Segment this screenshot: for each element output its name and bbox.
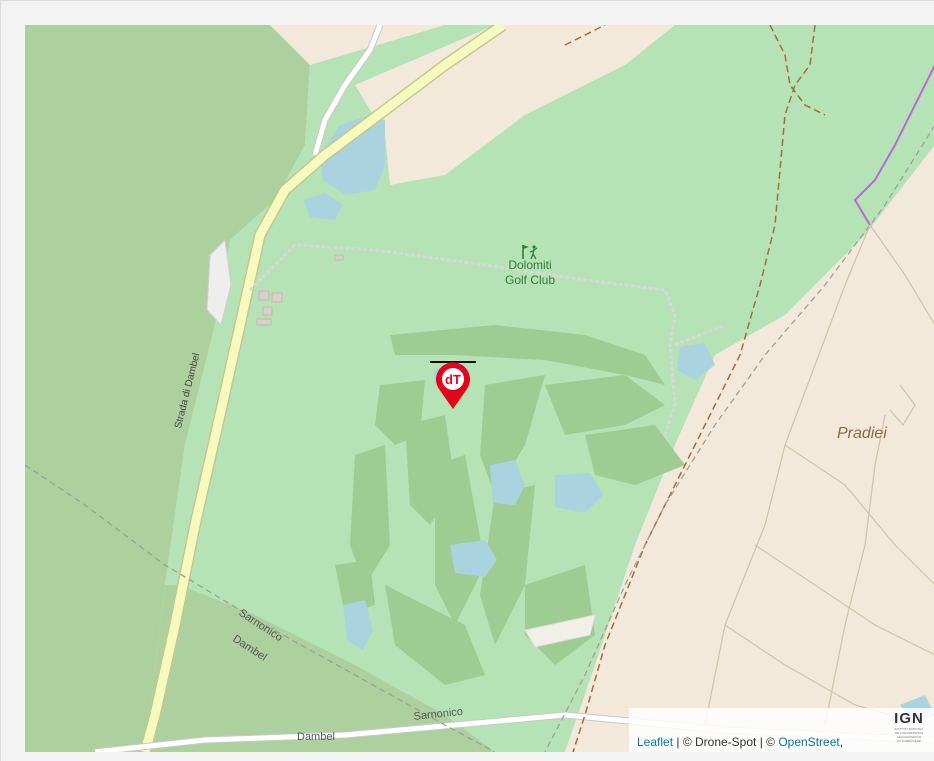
leaflet-link[interactable]: Leaflet	[637, 735, 674, 749]
attribution-trailing: ,	[839, 735, 844, 749]
map-view[interactable]: Dolomiti Golf Club Pradiei Strada di Dam…	[25, 25, 934, 752]
marker-logo-text: dT	[445, 372, 461, 387]
drone-marker-icon: dT	[430, 361, 476, 409]
attribution-text: Leaflet | © Drone-Spot | © OpenStreet,	[637, 735, 843, 749]
road-label-dambel-bottom: Dambel	[297, 731, 335, 743]
ign-logo-line2: DE L'INFORMATION	[894, 731, 924, 735]
attribution-control: IGN INSTITUT NATIONAL DE L'INFORMATION G…	[629, 708, 934, 752]
ign-logo-line1: INSTITUT NATIONAL	[894, 727, 924, 731]
ign-logo: IGN INSTITUT NATIONAL DE L'INFORMATION G…	[891, 711, 927, 749]
ign-logo-line4: ET FORESTIÈRE	[897, 739, 921, 743]
attribution-separator: | © Drone-Spot | ©	[673, 735, 779, 749]
poi-name-line1: Dolomiti	[508, 258, 552, 272]
golf-icon	[521, 244, 539, 265]
poi-name-line2: Golf Club	[504, 273, 556, 287]
openstreetmap-link[interactable]: OpenStreet	[778, 735, 840, 749]
place-label-pradiei: Pradiei	[837, 425, 887, 442]
ign-logo-text: IGN	[894, 710, 924, 727]
poi-golf-club-label: Dolomiti Golf Club	[495, 258, 565, 288]
map-marker[interactable]: dT	[428, 359, 478, 416]
ign-logo-line3: GÉOGRAPHIQUE	[896, 735, 922, 739]
map-tiles[interactable]	[25, 25, 934, 752]
